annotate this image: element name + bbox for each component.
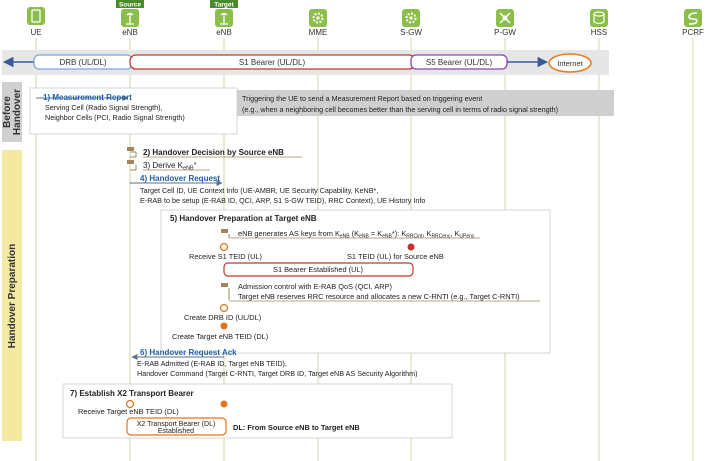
source-tag — [116, 0, 144, 8]
step-3-derive-key: 3) Derive KeNB* — [127, 160, 210, 172]
create-target-teid: Create Target eNB TEID (DL) — [172, 332, 268, 341]
node-label: S-GW — [400, 28, 422, 37]
s1-bearer-established — [223, 262, 414, 277]
step-3-label: 3) Derive KeNB* — [143, 161, 197, 172]
step-2-label: 2) Handover Decision by Source eNB — [143, 148, 284, 157]
admission-line-2: Target eNB reserves RRC resource and all… — [238, 292, 520, 301]
process-marker — [221, 229, 228, 233]
step-1-title: 1) Measurement Report — [43, 93, 132, 102]
step-1-measurement-report: 1) Measurement Report Serving Cell (Radi… — [29, 87, 614, 135]
step-6-line-2: Handover Command (Target C-RNTI, Target … — [137, 369, 418, 378]
step-1-line-1: Serving Cell (Radio Signal Strength), — [45, 103, 162, 112]
node-label: MME — [309, 28, 328, 37]
step-6-title: 6) Handover Request Ack — [140, 348, 237, 357]
sgw-dot — [407, 243, 415, 251]
node-pgw: P-GW — [494, 9, 516, 37]
step-7-x2-transport-bearer: 7) Establish X2 Transport Bearer Receive… — [62, 383, 453, 439]
step-5-box — [160, 209, 551, 354]
phase-prep-band — [2, 150, 22, 441]
target-enb-dot — [219, 242, 229, 252]
target-tag — [210, 0, 238, 8]
phase-before-handover: Before Handover — [2, 82, 23, 142]
trigger-note-line-2: (e.g., when a neighboring cell becomes b… — [242, 105, 558, 114]
receive-s1-teid: Receive S1 TEID (UL) — [189, 252, 262, 261]
step-4-line-1: Target Cell ID, UE Context Info (UE-AMBR… — [140, 186, 378, 195]
target-enb-dot — [220, 400, 228, 408]
node-pcrf: PCRF — [682, 9, 704, 37]
node-label: UE — [30, 28, 41, 37]
step-1-line-2: Neighbor Cells (PCI, Radio Signal Streng… — [45, 113, 185, 122]
phase-handover-preparation: Handover Preparation — [2, 150, 22, 441]
s5-bearer-label: S5 Bearer (UL/DL) — [426, 58, 493, 67]
step-4-line-2: E-RAB to be setup (E-RAB ID, QCI, ARP, S… — [140, 196, 425, 205]
step-6-handover-request-ack: 6) Handover Request Ack E-RAB Admitted (… — [131, 348, 418, 378]
receive-target-teid: Receive Target eNB TEID (DL) — [78, 407, 179, 416]
create-drb-id: Create DRB ID (UL/DL) — [184, 313, 261, 322]
node-label: eNB — [216, 28, 232, 37]
teid-dot — [220, 322, 228, 330]
node-hss: HSS — [590, 9, 608, 37]
s1-bearer-established-label: S1 Bearer Established (UL) — [273, 265, 363, 274]
source-tag-label: Source — [119, 2, 141, 9]
phase-before-band — [2, 82, 22, 142]
trigger-note-line-1: Triggering the UE to send a Measurement … — [242, 94, 482, 103]
as-keys-label: eNB generates AS keys from KeNB (KeNB = … — [238, 229, 475, 240]
node-label: P-GW — [494, 28, 516, 37]
node-ue: UE — [27, 7, 45, 37]
admission-line-1: Admission control with E-RAB QoS (QCI, A… — [238, 282, 392, 291]
phase-prep-label: Handover Preparation — [7, 244, 18, 348]
step-6-line-1: E-RAB Admitted (E-RAB ID, Target eNB TEI… — [137, 359, 287, 368]
step-4-title: 4) Handover Request — [140, 174, 220, 183]
internet-label: Internet — [557, 59, 583, 68]
step-7-title: 7) Establish X2 Transport Bearer — [70, 389, 194, 398]
step-5-title: 5) Handover Preparation at Target eNB — [170, 214, 317, 223]
step-4-handover-request: 4) Handover Request Target Cell ID, UE C… — [130, 174, 425, 205]
phase-before-label-1: Before — [2, 96, 13, 128]
node-source-enb: Source eNB — [116, 0, 144, 37]
target-tag-label: Target — [214, 2, 234, 9]
node-target-enb: Target eNB — [210, 0, 238, 37]
drb-dot — [219, 303, 229, 313]
drb-bearer-label: DRB (UL/DL) — [59, 58, 106, 67]
s1-teid-source: S1 TEID (UL) for Source eNB — [347, 252, 444, 261]
process-marker — [127, 160, 134, 164]
bearer-band: DRB (UL/DL) S1 Bearer (UL/DL) S5 Bearer … — [2, 50, 609, 75]
process-marker — [221, 283, 228, 287]
source-enb-dot — [125, 399, 135, 409]
step-2-handover-decision: 2) Handover Decision by Source eNB — [127, 147, 302, 158]
node-label: PCRF — [682, 28, 704, 37]
node-sgw: S-GW — [400, 9, 422, 37]
node-label: HSS — [591, 28, 607, 37]
process-marker — [127, 147, 134, 151]
internet-node — [548, 53, 592, 73]
phase-before-label-2: Handover — [12, 89, 23, 135]
policy-icon — [684, 9, 702, 27]
step-5-handover-preparation: 5) Handover Preparation at Target eNB eN… — [160, 209, 551, 354]
s1-bearer-label: S1 Bearer (UL/DL) — [239, 58, 306, 67]
dl-note: DL: From Source eNB to Target eNB — [233, 423, 360, 432]
x2-bearer-line-1: X2 Transport Bearer (DL) — [137, 421, 216, 428]
node-label: eNB — [122, 28, 138, 37]
x2-bearer-line-2: Established — [158, 428, 194, 435]
x2-bearer — [126, 417, 227, 436]
node-mme: MME — [309, 9, 328, 37]
trigger-note — [237, 90, 614, 116]
